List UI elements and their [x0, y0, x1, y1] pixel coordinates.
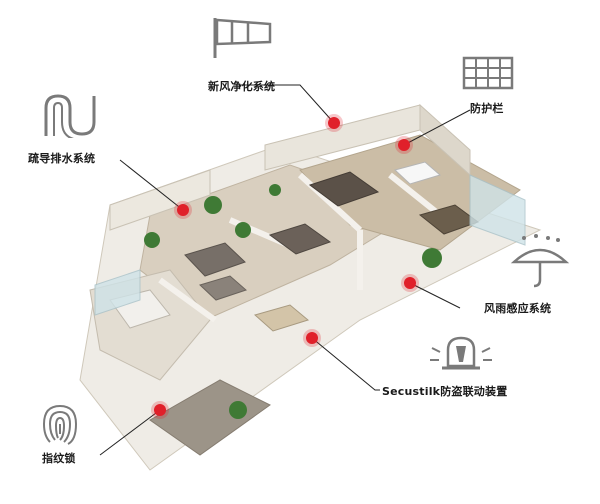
label-anti-theft: Secustilk防盗联动装置 — [382, 385, 508, 398]
label-rain-sensor: 风雨感应系统 — [484, 302, 552, 315]
hotspot-fingerprint[interactable] — [154, 404, 166, 416]
label-fingerprint: 指纹锁 — [42, 452, 76, 465]
fingerprint-icon — [42, 405, 78, 445]
alarm-light-icon — [430, 336, 492, 370]
hotspot-guard-rail[interactable] — [398, 139, 410, 151]
pipe-icon — [44, 94, 96, 138]
label-guard-rail: 防护栏 — [470, 102, 504, 115]
gate-icon — [462, 56, 514, 90]
hotspot-anti-theft[interactable] — [306, 332, 318, 344]
windsock-icon — [213, 18, 272, 58]
hotspot-rain-sensor[interactable] — [404, 277, 416, 289]
hotspot-drainage[interactable] — [177, 204, 189, 216]
label-fresh-air: 新风净化系统 — [208, 80, 276, 93]
hotspot-fresh-air[interactable] — [328, 117, 340, 129]
label-drainage: 疏导排水系统 — [28, 152, 96, 165]
umbrella-rain-icon — [510, 234, 570, 288]
